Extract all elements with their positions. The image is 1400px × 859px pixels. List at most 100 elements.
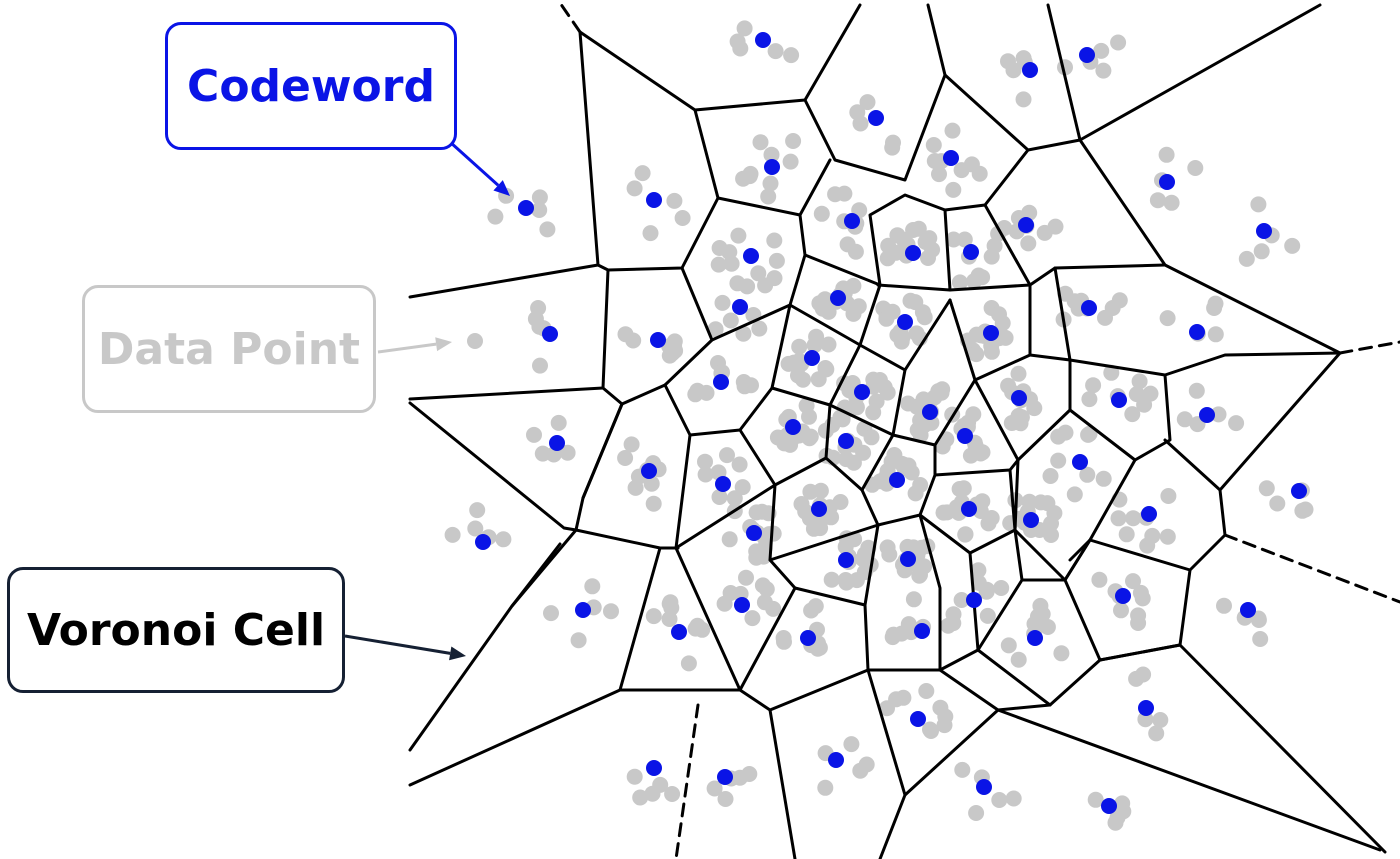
data-point [863, 429, 880, 446]
arrows-group [344, 140, 510, 661]
data-point [769, 429, 786, 446]
data-point [865, 371, 882, 388]
data-point [738, 569, 754, 586]
data-point [1110, 34, 1127, 51]
data-point [909, 422, 926, 438]
codeword-point [844, 213, 860, 229]
data-point [957, 526, 974, 543]
data-point [983, 343, 1000, 360]
voronoi-edge [663, 383, 692, 550]
data-point [742, 165, 759, 182]
data-point [634, 165, 651, 182]
data-point [697, 453, 713, 470]
data-point [717, 791, 734, 807]
voronoi-edge [1078, 138, 1342, 572]
data-point [775, 630, 792, 646]
voronoi-edge [408, 386, 605, 401]
data-point [1139, 537, 1156, 554]
data-point [807, 598, 824, 615]
data-point [730, 227, 747, 244]
data-point [956, 231, 973, 248]
data-point [1159, 528, 1176, 545]
codeword-point [1081, 300, 1097, 316]
codeword-point [743, 248, 759, 264]
data-point [885, 626, 902, 643]
codeword-point [830, 290, 846, 306]
data-point [935, 504, 952, 521]
data-point [762, 175, 779, 192]
voronoi-edge [510, 542, 562, 608]
data-point [617, 450, 634, 466]
data-point [980, 515, 997, 532]
data-point [706, 780, 723, 797]
data-point [531, 202, 548, 218]
data-point [993, 580, 1010, 596]
data-point [1113, 602, 1129, 619]
data-point [780, 355, 797, 372]
data-point [944, 122, 961, 139]
data-point [761, 526, 778, 543]
voronoi-edge [803, 3, 947, 182]
data-point-arrow [377, 337, 452, 354]
data-point [1132, 584, 1149, 601]
data-point [714, 294, 731, 311]
data-point [1000, 637, 1017, 654]
data-point [832, 494, 849, 510]
data-point [645, 495, 662, 512]
voronoi-edge [918, 513, 942, 672]
codeword-point [641, 463, 657, 479]
data-point [991, 792, 1008, 808]
data-point [1187, 160, 1204, 176]
data-point [645, 608, 662, 625]
data-point [886, 447, 903, 463]
data-point [1093, 42, 1110, 59]
data-point [954, 761, 971, 778]
codeword-point [650, 332, 666, 348]
data-point [809, 640, 826, 657]
voronoi-edge [948, 283, 1032, 292]
codeword-point [717, 769, 733, 785]
codeword-point [671, 624, 687, 640]
data-point [467, 333, 483, 349]
data-point [710, 256, 727, 273]
codeword-point [715, 476, 731, 492]
codeword-point [575, 602, 591, 618]
codeword-point [1141, 506, 1157, 522]
data-point [925, 137, 942, 153]
data-point [1131, 373, 1148, 390]
data-point [1015, 91, 1032, 108]
data-point [754, 577, 771, 594]
voronoi-cell-arrow [344, 634, 466, 661]
codeword-point [542, 326, 558, 342]
data-point [748, 504, 765, 521]
data-point [889, 327, 906, 343]
voronoi-edge-dashed [556, 0, 582, 34]
data-point [674, 210, 691, 226]
data-point [931, 166, 947, 183]
codeword-point [910, 711, 926, 727]
data-point [469, 502, 486, 519]
codeword-point [732, 299, 748, 315]
voronoi-edge [618, 546, 742, 692]
data-point [808, 328, 825, 345]
voronoi-edge [1063, 358, 1192, 662]
data-point-label-box: Data Point [82, 285, 376, 413]
codeword-point [755, 32, 771, 48]
data-point [1238, 250, 1255, 267]
codeword-point [1079, 47, 1095, 63]
voronoi-edge [606, 108, 720, 272]
voronoi-edge-dashed [1338, 340, 1400, 355]
data-point [1015, 50, 1032, 67]
codeword-point [889, 472, 905, 488]
voronoi-edge [738, 403, 832, 487]
data-point [495, 531, 512, 548]
data-point [1297, 501, 1314, 518]
data-point [1021, 493, 1038, 510]
data-point [963, 156, 980, 173]
data-point [1091, 571, 1108, 588]
data-point [968, 805, 985, 821]
data-point [868, 393, 885, 410]
data-point [859, 94, 876, 111]
data-point [739, 278, 756, 295]
